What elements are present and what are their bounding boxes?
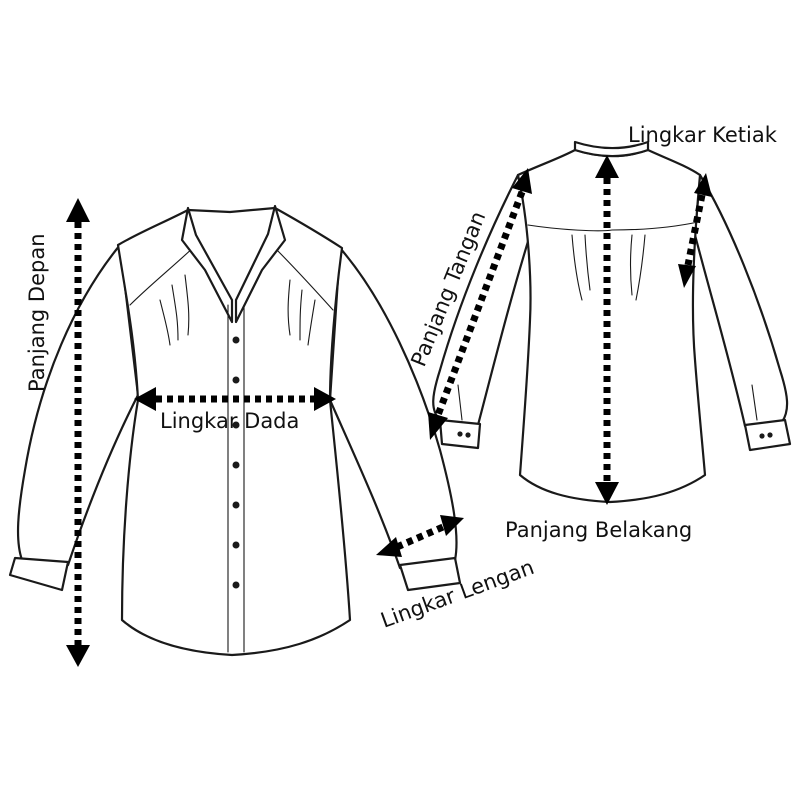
front-button bbox=[232, 501, 240, 509]
label-panjang-depan: Panjang Depan bbox=[25, 233, 49, 392]
back-pleats bbox=[571, 234, 646, 301]
front-blouse bbox=[8, 204, 462, 657]
arrow-lingkar-lengan bbox=[376, 515, 464, 557]
front-button bbox=[232, 421, 240, 429]
arrow-lingkar-dada bbox=[134, 387, 336, 411]
arrow-panjang-tangan bbox=[428, 168, 532, 440]
front-body bbox=[116, 206, 352, 657]
front-button bbox=[232, 461, 240, 469]
front-right-cuff bbox=[398, 556, 462, 592]
front-left-cuff bbox=[8, 556, 70, 592]
back-cuff-button bbox=[759, 433, 765, 439]
back-sleeve-placket bbox=[457, 384, 758, 421]
arrow-panjang-belakang bbox=[595, 155, 619, 505]
front-button bbox=[232, 581, 240, 589]
back-body bbox=[516, 148, 707, 504]
front-button bbox=[232, 541, 240, 549]
back-right-sleeve bbox=[693, 173, 789, 428]
label-lingkar-dada: Lingkar Dada bbox=[160, 409, 299, 433]
back-cuff-button bbox=[465, 432, 471, 438]
arrow-panjang-depan bbox=[66, 198, 90, 667]
front-gathers bbox=[159, 274, 316, 346]
label-lingkar-ketiak: Lingkar Ketiak bbox=[628, 123, 778, 147]
back-cuff-button bbox=[767, 432, 773, 438]
back-cuff-button bbox=[457, 431, 463, 437]
back-yoke-seam bbox=[527, 221, 699, 232]
label-panjang-belakang: Panjang Belakang bbox=[505, 518, 692, 542]
front-placket bbox=[227, 304, 245, 653]
front-collar-right bbox=[234, 204, 287, 324]
front-button bbox=[232, 336, 240, 344]
front-button bbox=[232, 376, 240, 384]
front-right-sleeve bbox=[328, 246, 458, 570]
back-blouse bbox=[432, 140, 792, 504]
back-collar bbox=[573, 140, 650, 158]
front-collar-left bbox=[180, 206, 234, 324]
arrow-lingkar-ketiak bbox=[678, 173, 712, 288]
front-left-sleeve bbox=[16, 243, 140, 567]
